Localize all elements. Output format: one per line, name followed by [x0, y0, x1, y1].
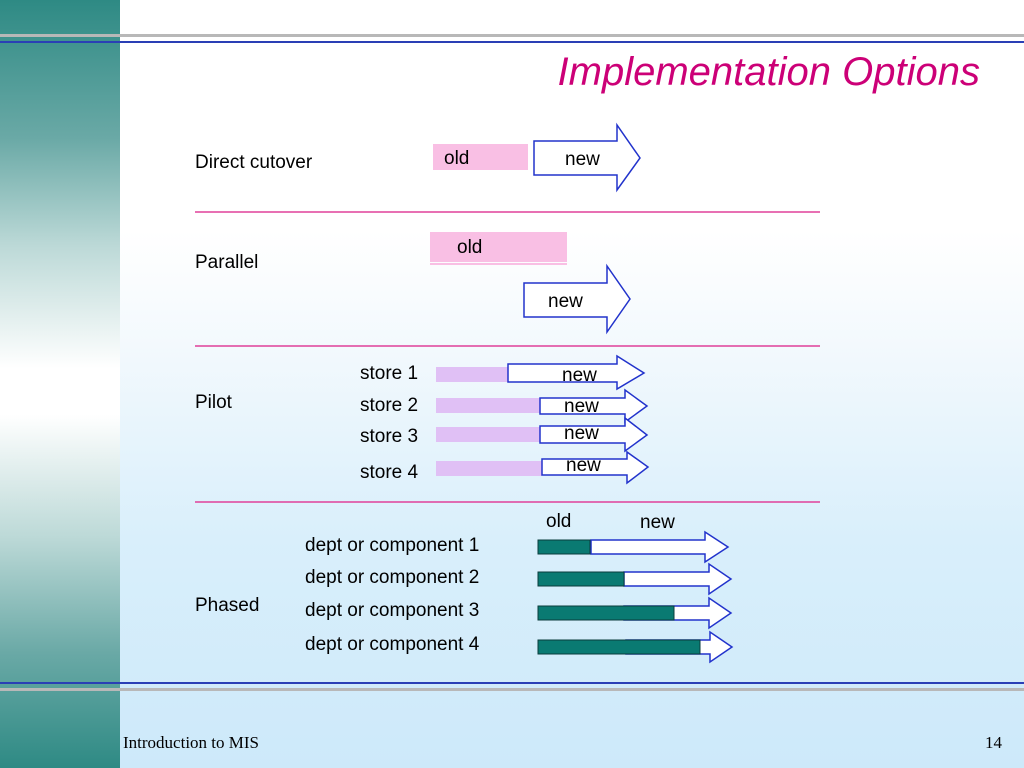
- phased-component-label: dept or component 3: [305, 600, 480, 621]
- label-phased: Phased: [195, 595, 260, 616]
- label-parallel: Parallel: [195, 252, 259, 273]
- direct-new-arrow: [533, 122, 641, 193]
- pilot-new-label: new: [564, 423, 599, 444]
- parallel-new-label: new: [548, 291, 583, 312]
- phased-new-header: new: [640, 512, 675, 533]
- phased-new-arrow: [590, 530, 730, 564]
- page-title: Implementation Options: [557, 50, 980, 94]
- phased-old-header: old: [546, 511, 571, 532]
- phased-old-bar: [537, 639, 701, 655]
- pilot-new-label: new: [566, 455, 601, 476]
- top-rule-blue: [0, 41, 1024, 43]
- pilot-store-label: store 2: [360, 395, 419, 416]
- direct-old-bar: [433, 144, 528, 170]
- pilot-old-bar: [436, 461, 542, 476]
- pilot-new-arrow: [541, 450, 650, 485]
- pilot-new-arrow: [507, 354, 646, 391]
- phased-new-arrow: [623, 562, 733, 596]
- pilot-store-label: store 3: [360, 426, 419, 447]
- bottom-rule-blue: [0, 682, 1024, 684]
- label-direct-cutover: Direct cutover: [195, 152, 313, 173]
- pilot-old-bar: [436, 427, 540, 442]
- pilot-new-label: new: [562, 365, 597, 386]
- pilot-store-label: store 1: [360, 363, 419, 384]
- parallel-old-bar: [430, 232, 567, 262]
- phased-old-bar: [537, 605, 675, 621]
- pilot-new-arrow: [539, 388, 649, 424]
- direct-new-label: new: [565, 149, 600, 170]
- footer-page-number: 14: [985, 733, 1002, 752]
- parallel-new-arrow: [523, 263, 631, 335]
- pilot-store-label: store 4: [360, 462, 419, 483]
- pilot-new-label: new: [564, 396, 599, 417]
- phased-old-bar: [537, 539, 591, 555]
- pilot-old-bar: [436, 367, 510, 382]
- pilot-old-bar: [436, 398, 540, 413]
- phased-component-label: dept or component 4: [305, 634, 480, 655]
- phased-old-bar: [537, 571, 625, 587]
- footer-course-title: Introduction to MIS: [123, 733, 259, 752]
- pilot-new-arrow: [539, 416, 649, 453]
- parallel-old-label: old: [457, 237, 482, 258]
- sidebar-gradient: [0, 0, 120, 768]
- phased-component-label: dept or component 1: [305, 535, 480, 556]
- label-pilot: Pilot: [195, 392, 232, 413]
- phased-component-label: dept or component 2: [305, 567, 480, 588]
- direct-old-label: old: [444, 148, 469, 169]
- top-rule-gray: [0, 34, 1024, 37]
- bottom-rule-gray: [0, 688, 1024, 691]
